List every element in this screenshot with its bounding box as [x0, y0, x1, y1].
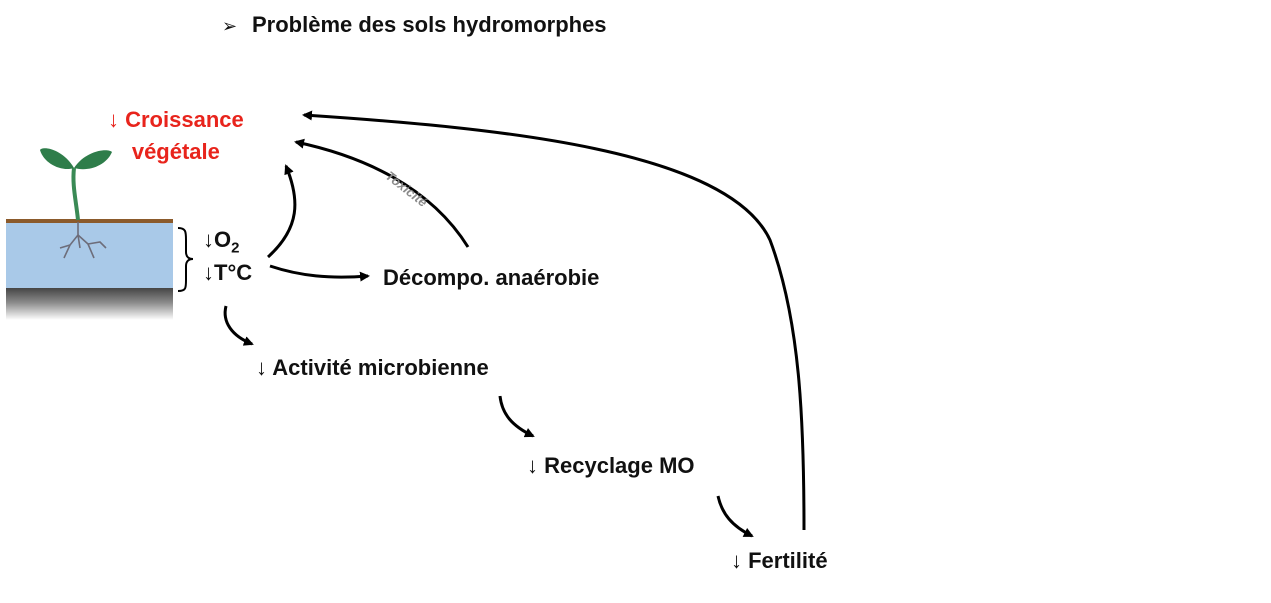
node-microbial-activity: ↓ Activité microbienne [256, 355, 489, 380]
arrow-recycling-to-fertility [716, 495, 754, 538]
arrow-fertility-to-growth [302, 110, 806, 531]
bullet-arrow-icon: ➢ [222, 16, 238, 36]
node-anaerobic-decomposition: Décompo. anaérobie [383, 265, 600, 290]
brace-icon [177, 227, 194, 292]
page-title: ➢ Problème des sols hydromorphes [222, 12, 607, 38]
seedling-icon [40, 148, 112, 221]
node-plant-growth: ↓ Croissance végétale [108, 104, 244, 168]
growth-line-1: ↓ Croissance [108, 107, 244, 132]
arrow-decomp-to-growth [294, 138, 470, 248]
soil-shadow [6, 288, 173, 320]
arrow-tc-to-decomp [269, 264, 370, 282]
node-temperature: ↓T°C [203, 260, 253, 285]
title-text: Problème des sols hydromorphes [252, 12, 607, 37]
roots-icon [59, 222, 107, 259]
node-fertility: ↓ Fertilité [731, 548, 828, 573]
arrow-activity-to-recycling [498, 395, 535, 438]
node-om-recycling: ↓ Recyclage MO [527, 453, 695, 478]
soil-surface-line [6, 219, 173, 223]
waterlogged-soil [6, 223, 173, 290]
arrow-o2-to-growth [266, 164, 297, 259]
o2-text: ↓O [203, 227, 232, 252]
arrow-tc-to-activity [223, 305, 254, 346]
node-oxygen: ↓O2 [203, 227, 239, 256]
growth-line-2: végétale [131, 139, 220, 164]
o2-subscript: 2 [231, 239, 240, 257]
